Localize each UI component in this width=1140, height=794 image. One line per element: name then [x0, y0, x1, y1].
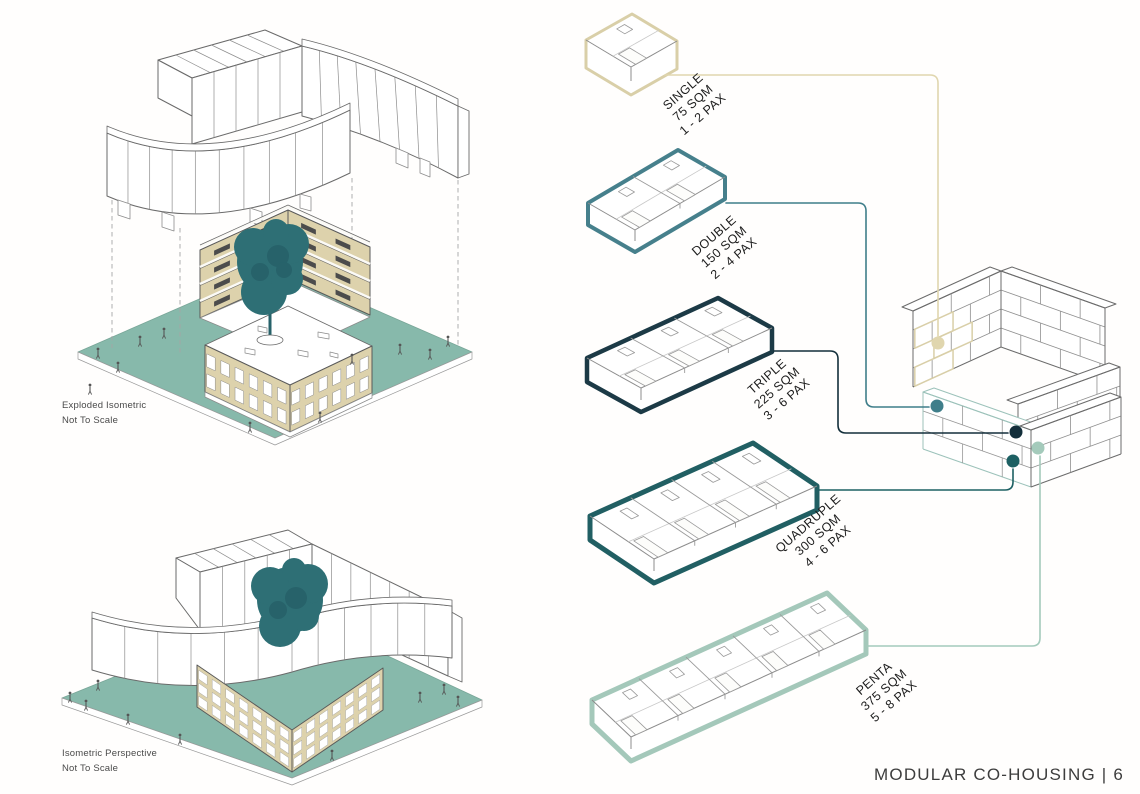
connector-lines — [664, 74, 1045, 647]
courtyard-tree — [234, 219, 309, 346]
lower-building — [204, 305, 373, 438]
stacked-modules-lower — [922, 362, 1122, 488]
caption-line: Not To Scale — [62, 762, 119, 774]
figure-caption-exploded: Exploded Isometric Not To Scale — [62, 399, 146, 428]
stacked-modules-upper — [901, 266, 1117, 388]
shell-roof-form — [106, 29, 470, 232]
caption-line: Not To Scale — [62, 414, 119, 426]
isometric-perspective-drawing — [61, 529, 483, 786]
street-facade — [196, 664, 384, 773]
module-drawing-single — [584, 12, 679, 97]
exploded-isometric-drawing — [77, 29, 473, 446]
caption-line: Exploded Isometric — [62, 400, 147, 411]
caption-line: Isometric Perspective — [62, 748, 158, 759]
module-drawing-double — [586, 148, 727, 254]
people — [87, 327, 451, 433]
tree — [251, 558, 328, 647]
page-footer: MODULAR CO-HOUSING | 6 — [874, 765, 1124, 784]
module-drawing-penta — [589, 590, 869, 764]
figure-caption-perspective: Isometric Perspective Not To Scale — [62, 747, 157, 776]
people — [67, 679, 461, 761]
module-drawing-quadruple — [587, 440, 820, 586]
module-drawing-triple — [584, 295, 775, 415]
